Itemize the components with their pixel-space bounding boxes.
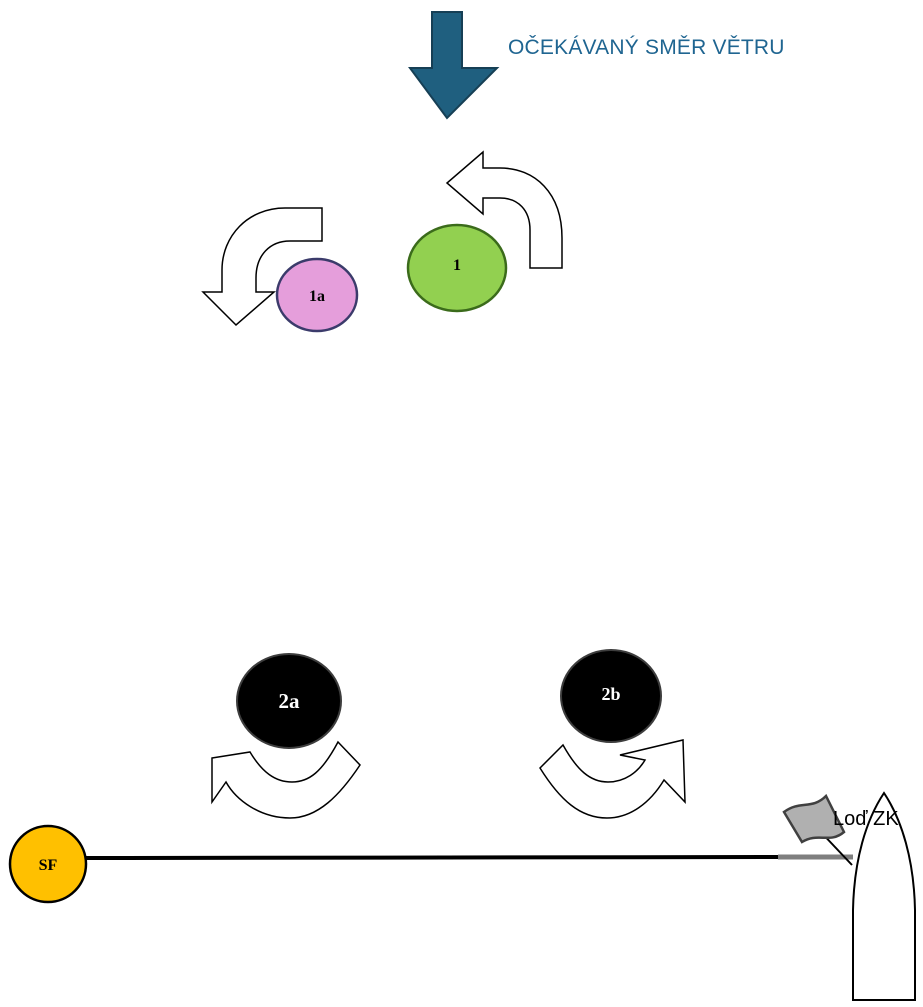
committee-boat-label: Loď ZK	[833, 808, 899, 830]
mark-1-label: 1	[453, 257, 461, 274]
mark-2a-label: 2a	[279, 689, 301, 713]
rounding-arrow-mark-1	[445, 150, 563, 269]
wind-direction-label: OČEKÁVANÝ SMĚR VĚTRU	[508, 36, 785, 59]
mark-1a	[275, 257, 359, 333]
rounding-arrow-mark-2a	[211, 740, 361, 819]
mark-2b	[560, 649, 662, 743]
mark-1	[406, 223, 508, 313]
mark-sf	[8, 824, 88, 904]
mark-sf-label: SF	[39, 857, 58, 874]
committee-boat	[852, 791, 916, 1001]
mark-2b-label: 2b	[601, 684, 620, 704]
rounding-arrow-mark-1a	[201, 207, 323, 327]
mark-2a	[236, 653, 342, 749]
mark-1a-label: 1a	[309, 288, 325, 305]
wind-direction-arrow	[408, 11, 500, 120]
committee-boat-flag	[782, 793, 846, 844]
start-finish-line	[85, 855, 779, 860]
rounding-arrow-mark-2b	[539, 739, 686, 819]
